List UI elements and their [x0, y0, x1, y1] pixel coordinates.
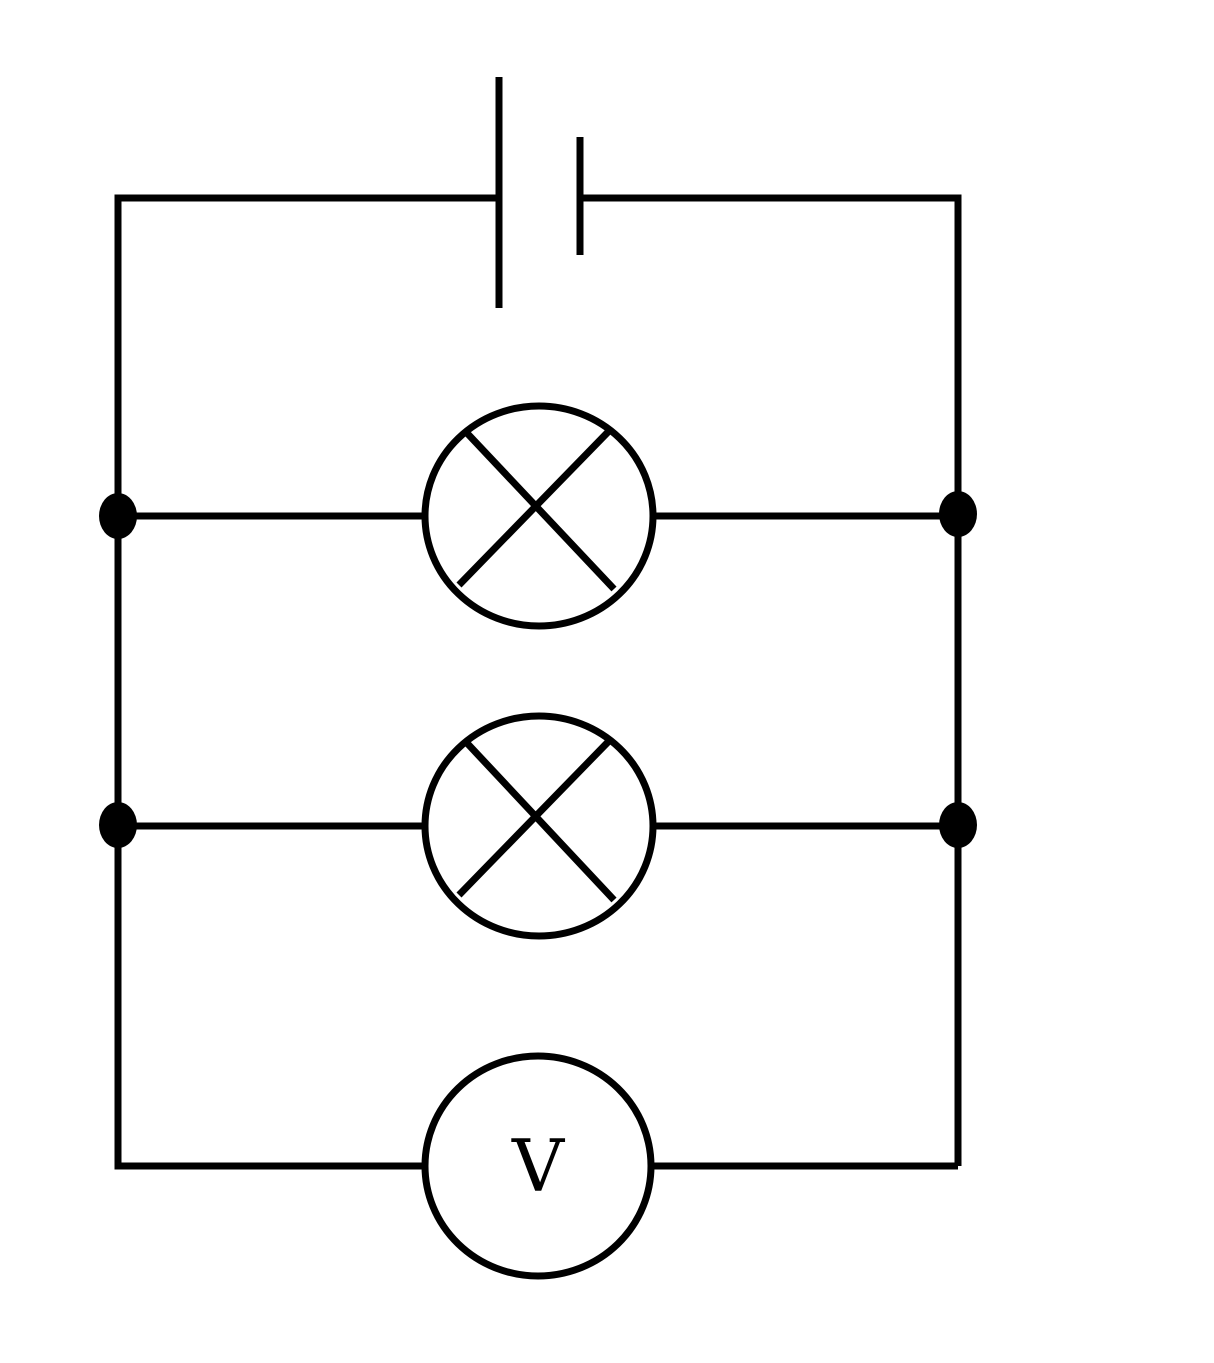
voltmeter-body: [421, 1052, 655, 1280]
wire-top-left: [114, 194, 497, 520]
voltmeter-label: V: [511, 1124, 566, 1208]
voltmeter: V: [421, 1052, 655, 1280]
lamp-1-cross-b: [456, 429, 611, 588]
lamp-2-body: [421, 712, 657, 940]
junction-right-lower: [939, 802, 977, 848]
lamp-2-cross-b: [456, 739, 611, 898]
wire-left-rail: [114, 520, 426, 1170]
lamp-1-body: [421, 402, 657, 630]
junction-left-upper: [99, 493, 137, 539]
lamp-1: [421, 402, 657, 630]
lamp-2-cross-a: [463, 739, 617, 903]
battery-cell: [495, 77, 584, 308]
junction-left-lower: [99, 802, 137, 848]
junction-right-upper: [939, 491, 977, 537]
wire-top-right: [581, 194, 962, 1166]
lamp-2: [421, 712, 657, 940]
lamp-1-cross-a: [463, 429, 617, 592]
